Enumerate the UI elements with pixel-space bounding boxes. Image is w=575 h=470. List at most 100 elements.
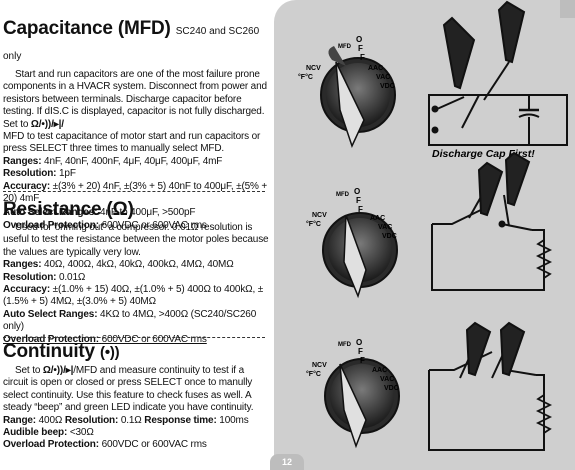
dial-off-o: O xyxy=(356,338,362,347)
diode-icon: ▸| xyxy=(53,118,62,130)
continuity-range-label: Range: xyxy=(3,414,36,426)
dial-off-o: O xyxy=(354,187,360,196)
dial-aac-label: AAC xyxy=(370,215,385,222)
dial-off-f2: F xyxy=(360,53,365,62)
resistance-intro: Used for“ohming out” a compressor. 0.01Ω… xyxy=(3,222,269,258)
continuity-beep: Audible beep: <30Ω xyxy=(3,427,271,439)
capacitance-accuracy-label: Accuracy: xyxy=(3,180,51,192)
section-divider xyxy=(3,191,265,192)
capacitance-section: Capacitance (MFD) SC240 and SC260 only S… xyxy=(3,18,271,232)
selector-dial-2: MFD O F F AAC VAC VDC NCV °F°C xyxy=(306,187,398,299)
resistance-resolution-label: Resolution: xyxy=(3,271,57,283)
capacitance-accuracy-value: ±(3% + 20) 4nF, ±(3% + 5) 40nF to 400μF,… xyxy=(3,180,268,205)
resistance-ranges-value: 40Ω, 400Ω, 4kΩ, 40kΩ, 400kΩ, 4MΩ, 40MΩ xyxy=(44,259,234,271)
continuity-icon: •)) xyxy=(41,118,52,130)
continuity-intro-rest: /MFD and measure continuity to test if a… xyxy=(3,365,254,414)
illustrations: MFD O F F AAC VAC VDC NCV °F°C Discharge… xyxy=(298,0,568,451)
selector-dial-1: MFD O F F AAC VAC VDC NCV °F°C xyxy=(298,35,396,149)
continuity-resolution-value: 0.1Ω xyxy=(120,414,142,426)
dial-ncv-label: NCV xyxy=(312,362,327,369)
capacitance-overload-value: 600VDC or 600VAC rms xyxy=(101,219,207,231)
capacitance-ranges: Ranges: 4nF, 40nF, 400nF, 4μF, 40μF, 400… xyxy=(3,156,271,181)
resistance-ranges: Ranges: 40Ω, 400Ω, 4kΩ, 40kΩ, 400kΩ, 4MΩ… xyxy=(3,259,271,271)
resistance-accuracy-value: ±(1.0% + 15) 40Ω, ±(1.0% + 5) 400Ω to 40… xyxy=(3,284,264,308)
dial-off-f2: F xyxy=(360,356,365,365)
dial-vdc-label: VDC xyxy=(382,233,397,240)
circuit-diagram-3 xyxy=(428,321,553,451)
resistance-resolution: Resolution: 0.01Ω xyxy=(3,272,271,284)
capacitance-resolution-label: Resolution: xyxy=(3,168,57,180)
capacitance-overload-label: Overload Protection: xyxy=(3,219,99,231)
corner-tab xyxy=(560,0,575,18)
dial-vac-label: VAC xyxy=(380,376,394,383)
resistance-section: Resistance (Ω) Used for“ohming out” a co… xyxy=(3,199,271,346)
continuity-intro-text: Set to xyxy=(15,365,41,376)
resistance-accuracy: Accuracy: ±(1.0% + 15) 40Ω, ±(1.0% + 5) … xyxy=(3,284,271,309)
capacitance-auto-label: Auto Select Ranges: xyxy=(3,207,98,219)
continuity-section: Continuity (•)) Set to Ω/•))/▸|/MFD and … xyxy=(3,341,271,452)
capacitance-resolution-value: 1pF xyxy=(59,168,76,180)
capacitance-intro-text: Start and run capacitors are one of the … xyxy=(3,69,267,130)
selector-dial-3: MFD O F F AAC VAC VDC NCV °F°C xyxy=(306,338,400,449)
continuity-title: Continuity xyxy=(3,341,95,362)
dial-aac-label: AAC xyxy=(372,367,387,374)
resistance-auto: Auto Select Ranges: 4KΩ to 4MΩ, >400Ω (S… xyxy=(3,309,271,334)
resistance-ranges-label: Ranges: xyxy=(3,259,42,271)
continuity-beep-label: Audible beep: xyxy=(3,427,68,439)
continuity-icon: (•)) xyxy=(100,344,120,361)
dial-mfd-label: MFD xyxy=(336,192,350,198)
continuity-overload-label: Overload Protection: xyxy=(3,439,99,451)
dial-vdc-label: VDC xyxy=(384,385,399,392)
continuity-range: Range: 400Ω Resolution: 0.1Ω Response ti… xyxy=(3,415,271,427)
circuit-diagram-2 xyxy=(431,151,553,291)
resistance-auto-value: 4KΩ to 4MΩ, >400Ω (SC240/SC260 only) xyxy=(3,308,257,333)
text-column: Capacitance (MFD) SC240 and SC260 only S… xyxy=(0,0,272,470)
dial-off-f1: F xyxy=(356,196,361,205)
capacitance-ranges-value: 4nF, 40nF, 400nF, 4μF, 40μF, 400μF, 4mF xyxy=(44,155,223,167)
capacitance-title: Capacitance (MFD) xyxy=(3,18,171,39)
dial-aac-label: AAC xyxy=(368,65,383,72)
capacitance-models: SC240 and SC260 only xyxy=(3,26,260,62)
continuity-overload-value: 600VDC or 600VAC rms xyxy=(101,439,207,451)
continuity-heading: Continuity (•)) xyxy=(3,341,271,364)
resistance-accuracy-label: Accuracy: xyxy=(3,284,51,296)
dial-ncv-label: NCV xyxy=(312,212,327,219)
dial-mfd-label: MFD xyxy=(338,342,352,348)
dial-ncv-label: NCV xyxy=(306,65,321,72)
circuit-diagram-1 xyxy=(428,0,568,146)
continuity-response-value: 100ms xyxy=(219,414,249,426)
dial-vac-label: VAC xyxy=(378,224,392,231)
resistance-overload-value: 600VDC or 600VAC rms xyxy=(101,333,207,345)
continuity-beep-value: <30Ω xyxy=(69,427,94,439)
resistance-overload-label: Overload Protection: xyxy=(3,333,99,345)
continuity-range-value: 400Ω xyxy=(38,414,63,426)
dial-off-label: O xyxy=(356,35,362,44)
capacitance-heading: Capacitance (MFD) SC240 and SC260 only xyxy=(3,18,271,68)
continuity-response-label: Response time: xyxy=(144,414,217,426)
capacitance-intro2: MFD to test capacitance of motor start a… xyxy=(3,131,261,155)
resistance-overload: Overload Protection: 600VDC or 600VAC rm… xyxy=(3,334,271,346)
ohm-icon: Ω/•))/▸|/ xyxy=(30,118,64,130)
dial-off-f2: F xyxy=(358,205,363,214)
resistance-title: Resistance (Ω) xyxy=(3,199,134,220)
dial-off-f1: F xyxy=(358,347,363,356)
dial-temp-label: °F°C xyxy=(306,370,321,378)
capacitance-intro: Start and run capacitors are one of the … xyxy=(3,69,271,131)
page-number: 12 xyxy=(270,454,304,470)
continuity-resolution-label: Resolution: xyxy=(64,414,119,426)
capacitance-ranges-label: Ranges: xyxy=(3,155,42,167)
ohm-icon: Ω/•))/▸| xyxy=(42,365,74,376)
dial-off-f1: F xyxy=(358,44,363,53)
continuity-overload: Overload Protection: 600VDC or 600VAC rm… xyxy=(3,439,271,451)
section-divider xyxy=(3,337,265,338)
capacitance-auto-value: 4nF to 400μF, >500pF xyxy=(100,207,196,219)
dial-mfd-label: MFD xyxy=(338,44,352,50)
dial-vdc-label: VDC xyxy=(380,83,395,90)
dial-temp-label: °F°C xyxy=(298,73,313,81)
continuity-intro: Set to Ω/•))/▸|/MFD and measure continui… xyxy=(3,365,271,415)
resistance-auto-label: Auto Select Ranges: xyxy=(3,308,98,320)
dial-vac-label: VAC xyxy=(376,74,390,81)
capacitance-accuracy: Accuracy: ±(3% + 20) 4nF, ±(3% + 5) 40nF… xyxy=(3,181,271,206)
dial-temp-label: °F°C xyxy=(306,220,321,228)
